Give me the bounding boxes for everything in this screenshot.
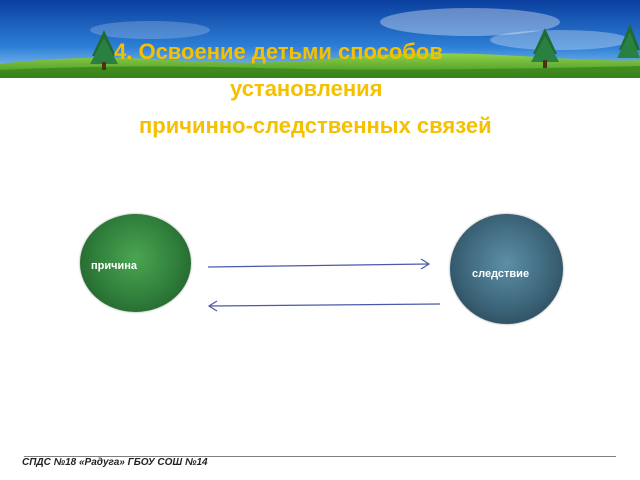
header-banner [0, 0, 640, 78]
cause-effect-diagram: причина следствие [0, 200, 640, 340]
arrow-effect-to-cause [207, 300, 441, 312]
title-line-2: установления [230, 76, 383, 101]
cause-node: причина [80, 214, 191, 312]
footer-text: СПДС №18 «Радуга» ГБОУ СОШ №14 [22, 457, 208, 468]
cause-label: причина [91, 260, 138, 272]
effect-node: следствие [450, 214, 563, 324]
arrows [207, 258, 441, 312]
footer-divider [24, 456, 616, 457]
effect-label: следствие [472, 268, 530, 280]
tree-icon [617, 24, 640, 58]
tree-icon [531, 28, 559, 68]
tree-icon [90, 30, 118, 70]
arrow-cause-to-effect [207, 258, 431, 270]
title-line-1: 4. Освоение детьми способов [114, 39, 443, 64]
title-line-3: причинно-следственных связей [139, 113, 492, 138]
